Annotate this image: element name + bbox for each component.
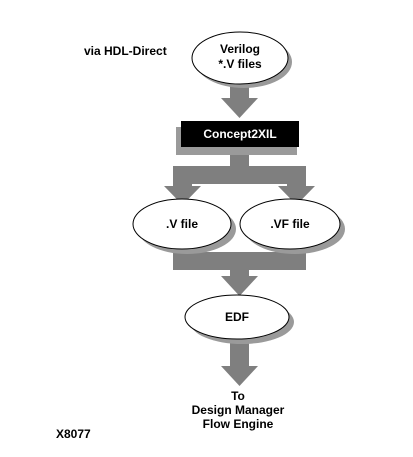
v-file-node: .V file — [132, 198, 236, 254]
vf-file-label: .VF file — [270, 217, 310, 231]
v-file-label: .V file — [166, 217, 198, 231]
destination-line1: To — [231, 389, 245, 403]
verilog-node: Verilog *.V files — [191, 31, 292, 88]
edf-label: EDF — [225, 310, 249, 324]
destination-line3: Flow Engine — [203, 417, 274, 431]
arrow-split-to-files — [164, 150, 315, 205]
vf-file-node: .VF file — [239, 198, 345, 254]
arrow-edf-to-destination — [221, 340, 258, 386]
destination-line2: Design Manager — [192, 403, 285, 417]
verilog-label-line1: Verilog — [220, 42, 260, 56]
figure-id: X8077 — [56, 427, 91, 441]
arrow-merge-to-edf — [173, 240, 306, 296]
verilog-label-line2: *.V files — [218, 57, 262, 71]
edf-node: EDF — [184, 294, 294, 344]
concept2xil-node: Concept2XIL — [176, 121, 299, 155]
concept2xil-label: Concept2XIL — [203, 127, 276, 141]
source-label: via HDL-Direct — [84, 44, 167, 58]
